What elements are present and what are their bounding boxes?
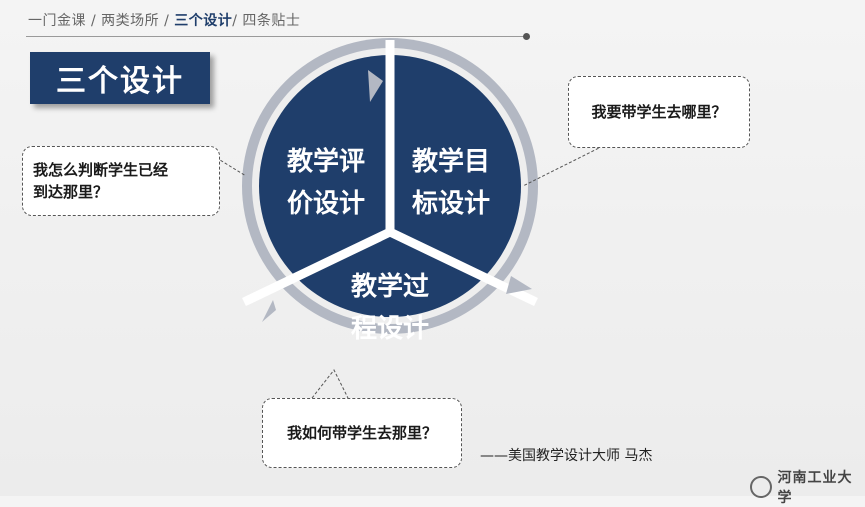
arrow-head-left [262,300,276,322]
bubble-where-to: 我要带学生去哪里？ [568,76,750,148]
segment-objectives-line2: 标设计 [412,189,490,219]
bubble-how-to: 我如何带学生去那里？ [262,398,462,468]
segment-evaluation-line1: 教学评 [287,146,365,177]
segment-evaluation-line2: 价设计 [287,189,365,219]
segment-process-line2: 程设计 [351,314,429,344]
attribution: ——美国教学设计大师 马杰 [480,445,652,465]
bubble-judge-line2: 到达那里？ [33,181,209,203]
university-logo: 河南工业大学 [750,467,865,507]
segment-objectives-line1: 教学目 [412,146,490,177]
segment-process-line1: 教学过 [351,271,429,302]
bubble-how-to-text: 我如何带学生去那里？ [287,422,437,444]
bubble-judge-line1: 我怎么判断学生已经 [33,159,209,181]
bubble-judge: 我怎么判断学生已经 到达那里？ [22,146,220,216]
bubble-where-to-text: 我要带学生去哪里？ [591,101,726,123]
arrow-head-right [506,276,532,294]
seal-icon [750,476,772,498]
logo-text: 河南工业大学 [778,467,865,507]
bubble-tail-bottom [312,370,348,398]
